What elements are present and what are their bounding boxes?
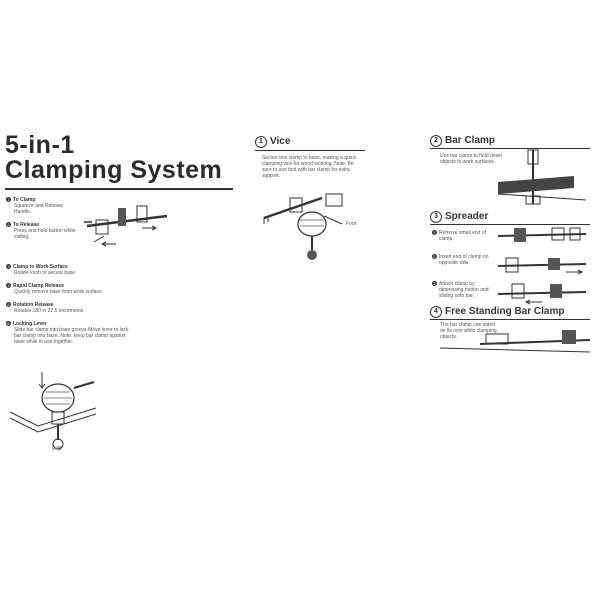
item-label: Clamp to Work Surface: [13, 264, 68, 270]
vice-diagram: [263, 193, 343, 260]
step-text: Attach clamp by depressing button and sl…: [439, 281, 489, 299]
vice-foot-label: Foot: [346, 221, 357, 227]
spreader-rule: [430, 224, 590, 225]
item-text: Squeeze and Release Handle.: [14, 203, 64, 215]
vice-text: Secure box clamp to base, making a quick…: [262, 155, 356, 179]
spreader-step-1: 1 Remove small end of clamp.: [432, 230, 492, 242]
item-number: 1: [6, 197, 11, 202]
step-number: 2: [432, 254, 437, 259]
spreader-diagram: [497, 227, 587, 305]
section-number: 1: [255, 136, 267, 148]
step-text: Insert end of clamp on opposite side.: [439, 254, 489, 266]
title-line-2: Clamping System: [5, 156, 223, 184]
item-number: 3: [6, 264, 11, 269]
bar-clamp-rule: [430, 148, 590, 149]
item-text: Rotates 180 in 22.5 increments.: [14, 308, 85, 314]
title-line-1: 5-in-1: [5, 131, 75, 159]
item-number: 5: [6, 302, 11, 307]
title-rule: [5, 188, 233, 190]
section-number: 4: [430, 306, 442, 318]
item-label: To Clamp: [13, 197, 36, 203]
step-text: Remove small end of clamp.: [439, 230, 486, 242]
section-title: Free Standing Bar Clamp: [445, 306, 565, 317]
spreader-step-2: 2 Insert end of clamp on opposite side.: [432, 254, 492, 266]
item-number: 2: [6, 222, 11, 227]
free-standing-rule: [430, 319, 590, 320]
clamp-diagram-left: [84, 205, 168, 247]
bar-clamp-heading: 2 Bar Clamp: [430, 135, 495, 147]
section-title: Vice: [270, 136, 291, 147]
free-standing-text: The bar clamp can stand on its own while…: [440, 322, 497, 340]
figure-label: E4B: [52, 446, 62, 452]
spreader-step-3: 3 Attach clamp by depressing button and …: [432, 281, 494, 299]
base-diagram: [9, 372, 97, 450]
item-label: Rapid Clamp Release: [13, 283, 64, 289]
section-title: Bar Clamp: [445, 135, 496, 146]
item-text: Rotate knob to secure base.: [14, 270, 77, 276]
item-label: To Release: [13, 222, 40, 228]
section-number: 2: [430, 135, 442, 147]
item-label: Rotation Release: [13, 302, 54, 308]
bar-clamp-text: Use bar clamp to hold down objects to wo…: [440, 153, 502, 165]
item-text: Quickly remove base from work surface.: [14, 289, 104, 295]
free-standing-heading: 4 Free Standing Bar Clamp: [430, 306, 564, 318]
section-title: Spreader: [445, 211, 489, 222]
item-text: Press and hold button while sliding.: [14, 228, 76, 240]
section-number: 3: [430, 211, 442, 223]
free-standing-diagram: [439, 330, 591, 353]
item-label: Locking Lever: [13, 321, 47, 327]
vice-rule: [255, 150, 365, 151]
step-number: 3: [432, 281, 437, 286]
vice-heading: 1 Vice: [255, 136, 290, 148]
item-text: Slide bar clamp into base groove.Move le…: [14, 327, 129, 345]
step-number: 1: [432, 230, 437, 235]
spreader-heading: 3 Spreader: [430, 211, 488, 223]
item-number: 6: [6, 321, 11, 326]
bar-clamp-diagram: [497, 149, 587, 205]
item-number: 4: [6, 283, 11, 288]
